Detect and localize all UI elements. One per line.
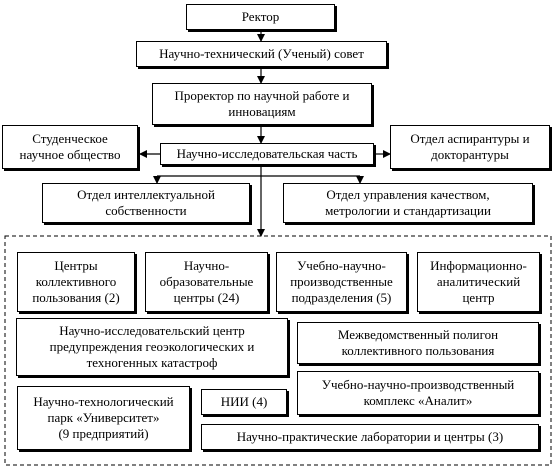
tech-park-box: Научно-технологический парк «Университет… <box>17 386 190 450</box>
edu-science-centers-box: Научно- образовательные центры (24) <box>145 252 268 312</box>
complex-analit-label: Учебно-научно-производственный комплекс … <box>321 377 515 408</box>
postgrad-dept-label: Отдел аспирантуры и докторантуры <box>410 131 530 162</box>
edu-production-units-label: Учебно-научно- производственные подразде… <box>290 258 393 305</box>
geoeco-center-label: Научно-исследовательский центр предупреж… <box>49 323 255 370</box>
polygon-box: Межведомственный полигон коллективного п… <box>297 322 539 364</box>
collective-centers-box: Центры коллективного пользования (2) <box>17 252 135 312</box>
nii-box: НИИ (4) <box>201 389 287 415</box>
collective-centers-label: Центры коллективного пользования (2) <box>32 258 120 305</box>
complex-analit-box: Учебно-научно-производственный комплекс … <box>297 371 539 415</box>
edu-science-centers-label: Научно- образовательные центры (24) <box>159 258 254 305</box>
edu-production-units-box: Учебно-научно- производственные подразде… <box>276 252 407 312</box>
rector-box: Ректор <box>186 4 335 30</box>
units-dashed-frame <box>4 235 552 466</box>
quality-dept-label: Отдел управления качеством, метрологии и… <box>325 187 491 218</box>
postgrad-dept-box: Отдел аспирантуры и докторантуры <box>390 125 550 169</box>
tech-park-label: Научно-технологический парк «Университет… <box>33 394 174 441</box>
labs-centers-box: Научно-практические лаборатории и центры… <box>201 424 539 450</box>
nii-label: НИИ (4) <box>220 394 268 409</box>
research-part-box: Научно-исследовательская часть <box>160 143 374 165</box>
research-part-label: Научно-исследовательская часть <box>176 146 358 161</box>
labs-centers-label: Научно-практические лаборатории и центры… <box>236 429 504 444</box>
council-box: Научно-технический (Ученый) совет <box>136 41 387 67</box>
info-analytic-center-box: Информационно- аналитический центр <box>417 252 540 312</box>
ip-dept-box: Отдел интеллектуальной собственности <box>42 183 250 223</box>
rector-label: Ректор <box>241 9 280 24</box>
quality-dept-box: Отдел управления качеством, метрологии и… <box>283 183 533 223</box>
info-analytic-center-label: Информационно- аналитический центр <box>430 258 527 305</box>
student-society-label: Студенческое научное общество <box>19 131 121 162</box>
prorector-box: Проректор по научной работе и инновациям <box>152 83 372 125</box>
student-society-box: Студенческое научное общество <box>2 125 138 169</box>
prorector-label: Проректор по научной работе и инновациям <box>174 88 350 119</box>
ip-dept-label: Отдел интеллектуальной собственности <box>77 187 215 218</box>
polygon-label: Межведомственный полигон коллективного п… <box>337 327 499 358</box>
geoeco-center-box: Научно-исследовательский центр предупреж… <box>16 318 288 376</box>
council-label: Научно-технический (Ученый) совет <box>159 46 364 61</box>
